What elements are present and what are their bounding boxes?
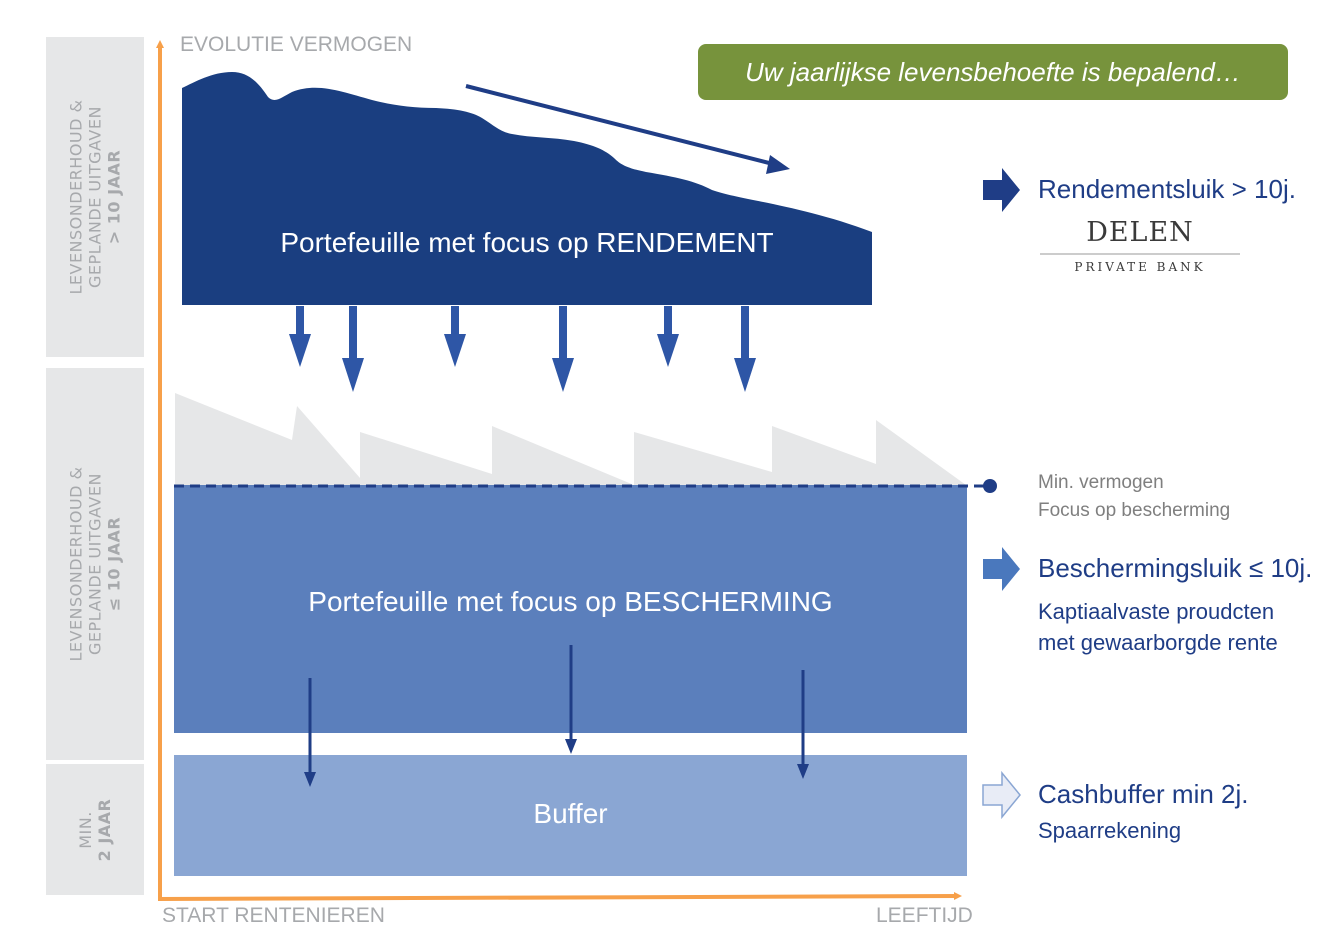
sawtooth-2 — [292, 406, 360, 485]
axes — [156, 40, 962, 901]
thin-arrow-1 — [304, 678, 316, 787]
banner: Uw jaarlijkse levensbehoefte is bepalend… — [698, 44, 1288, 100]
sawtooth-5 — [634, 432, 772, 485]
down-arrow-3 — [444, 306, 466, 367]
x-axis-end-label: LEEFTIJD — [876, 904, 973, 927]
down-arrow-1 — [289, 306, 311, 367]
trend-arrow — [465, 84, 790, 174]
bescherming-down-arrows — [304, 645, 809, 787]
cash-sub: Spaarrekening — [1038, 818, 1182, 843]
down-arrow-2 — [342, 306, 364, 392]
side-band-long-term: LEVENSONDERHOUD & GEPLANDE UITGAVEN > 10… — [46, 37, 144, 357]
sawtooth-shapes — [175, 393, 966, 485]
side-band-short-term: LEVENSONDERHOUD & GEPLANDE UITGAVEN ≤ 10… — [46, 368, 144, 760]
x-axis — [157, 892, 962, 901]
x-axis-start-label: START RENTENIEREN — [162, 904, 385, 927]
arrow-cash-icon — [982, 770, 1021, 820]
arrow-bescherming-icon — [983, 547, 1020, 591]
down-arrow-4 — [552, 306, 574, 392]
y-axis-label: EVOLUTIE VERMOGEN — [180, 33, 413, 56]
down-arrow-5 — [657, 306, 679, 367]
bescherming-sub-1: Kaptiaalvaste proudcten — [1038, 599, 1275, 624]
sawtooth-7 — [876, 420, 966, 485]
rendement-shape — [182, 72, 872, 305]
bescherming-sub-2: met gewaarborgde rente — [1038, 630, 1278, 655]
thin-arrow-3 — [797, 670, 809, 779]
down-arrow-6 — [734, 306, 756, 392]
min-vermogen-label: Min. vermogen — [1038, 472, 1164, 493]
min-vermogen-dot — [983, 479, 997, 493]
buffer-title: Buffer — [533, 798, 608, 829]
sawtooth-4 — [492, 426, 634, 485]
side-band-dotted-divider — [46, 760, 144, 763]
sawtooth-6 — [772, 426, 876, 485]
cash-heading: Cashbuffer min 2j. — [1038, 779, 1249, 809]
side-band-buffer: MIN. 2 JAAR — [46, 764, 144, 895]
focus-bescherming-label: Focus op bescherming — [1038, 500, 1231, 521]
rendement-title: Portefeuille met focus op RENDEMENT — [280, 227, 774, 258]
sawtooth-3 — [360, 432, 492, 485]
delen-logo-tagline: PRIVATE BANK — [1074, 260, 1206, 274]
bescherming-heading: Beschermingsluik ≤ 10j. — [1038, 553, 1313, 583]
thin-arrow-2 — [565, 645, 577, 754]
delen-logo-name: DELEN — [1086, 217, 1194, 248]
rendement-down-arrows — [289, 306, 756, 392]
bescherming-title: Portefeuille met focus op BESCHERMING — [308, 586, 833, 617]
rendement-heading: Rendementsluik > 10j. — [1038, 174, 1296, 204]
arrow-rendement-icon — [983, 168, 1020, 212]
sawtooth-1 — [175, 393, 292, 485]
